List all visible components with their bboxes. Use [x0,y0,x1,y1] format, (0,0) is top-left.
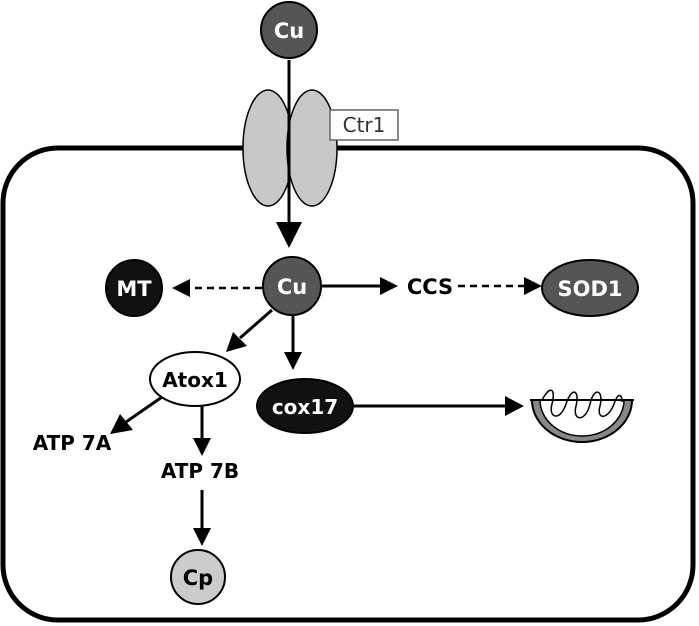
cu-inside-label: Cu [277,275,307,299]
atox1-label: Atox1 [162,368,228,392]
mt-label: MT [116,277,152,301]
atox1-node: Atox1 [149,351,241,407]
sod1-label: SOD1 [557,277,622,301]
cu-outside-node: Cu [260,1,318,59]
uptake-arrowhead [276,222,302,248]
atp7b-label: ATP 7B [161,459,239,483]
cu-inside-node: Cu [262,256,322,316]
mitochondrion-icon [530,389,634,443]
cp-label: Cp [183,566,213,590]
ctr1-label-box [329,109,399,141]
ccs-label: CCS [407,275,453,299]
cox17-label: cox17 [272,395,338,419]
cu-to-atox1-arrow [239,308,273,340]
ctr1-label: Ctr1 [343,113,386,137]
cell-membrane [0,145,696,623]
cox17-node: cox17 [256,378,354,434]
sod1-node: SOD1 [541,259,639,317]
atox1-to-atp7a-arrow [125,395,163,424]
mt-node: MT [105,259,163,317]
cu-outside-label: Cu [274,19,304,43]
atp7a-label: ATP 7A [33,431,112,455]
cp-node: Cp [170,549,226,605]
ctr1-transporter [242,89,338,207]
